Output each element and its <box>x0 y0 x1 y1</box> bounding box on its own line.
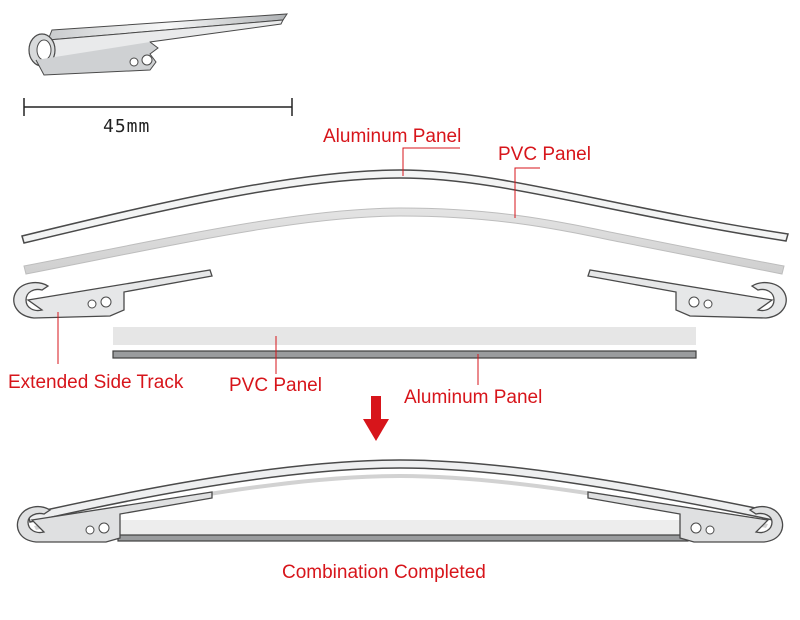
label-pvc-panel-top: PVC Panel <box>498 144 591 165</box>
label-pvc-panel-bottom: PVC Panel <box>229 375 322 396</box>
label-aluminum-panel-bottom: Aluminum Panel <box>404 387 543 408</box>
aluminum-panel-curved <box>21 169 789 244</box>
pvc-panel-curved <box>23 207 785 275</box>
dimension-label: 45mm <box>103 116 151 137</box>
label-combination-completed: Combination Completed <box>282 562 486 583</box>
leader-lines <box>57 147 540 385</box>
label-aluminum-panel-top: Aluminum Panel <box>323 126 462 147</box>
pvc-panel-flat <box>113 327 696 345</box>
side-track-left <box>13 269 213 319</box>
side-track-right <box>587 269 787 319</box>
dimension-line <box>23 98 293 116</box>
down-arrow-icon <box>363 396 389 441</box>
label-extended-side-track: Extended Side Track <box>8 372 184 393</box>
profile-3d-sketch <box>28 13 288 76</box>
aluminum-panel-flat <box>112 350 697 359</box>
assembled-combination <box>16 459 784 543</box>
